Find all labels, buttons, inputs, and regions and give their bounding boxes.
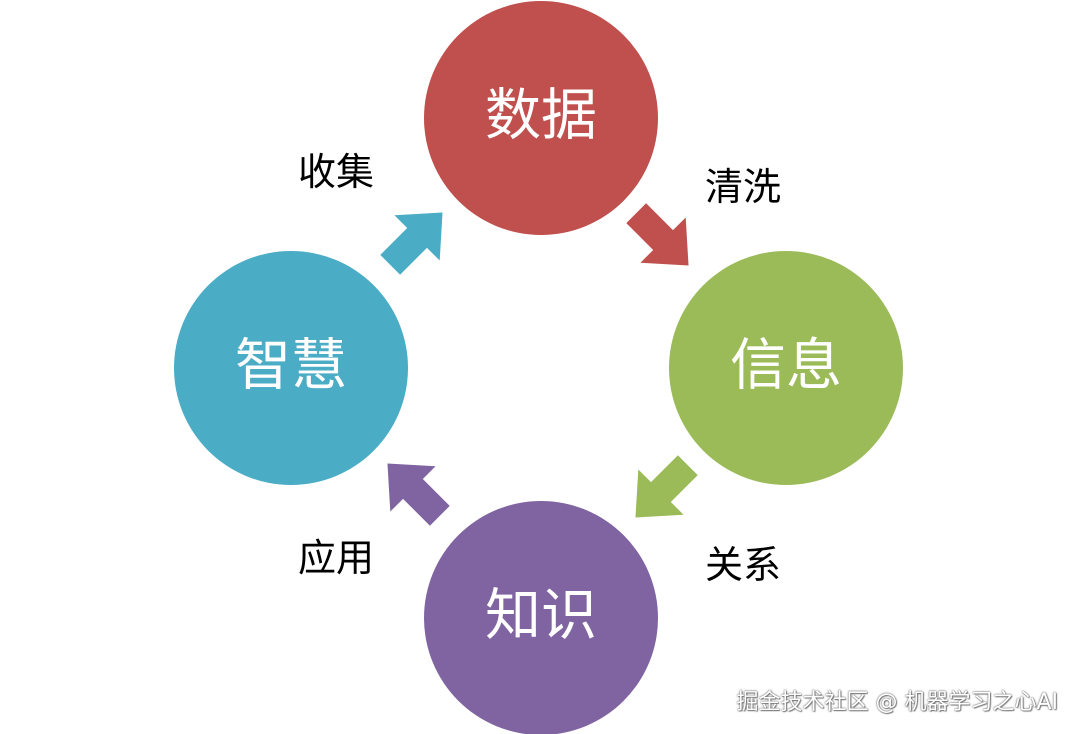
node-label-data: 数据 (485, 84, 597, 149)
watermark-text: 掘金技术社区 @ 机器学习之心AI (736, 690, 1058, 715)
node-label-wisdom: 智慧 (235, 334, 347, 399)
arrow-down-left-icon (612, 442, 711, 541)
node-circle-knowledge (424, 501, 658, 734)
step-label-clean: 清洗 (705, 165, 782, 209)
node-label-knowledge: 知识 (485, 584, 597, 649)
node-label-information: 信息 (730, 334, 842, 399)
step-label-relate: 关系 (705, 543, 782, 587)
step-label-apply: 应用 (298, 536, 375, 580)
node-circle-wisdom (174, 251, 408, 485)
node-circle-information (669, 251, 903, 485)
step-label-collect: 收集 (298, 150, 375, 194)
arrow-down-right-icon (613, 190, 712, 289)
arrow-up-right-icon (367, 189, 466, 288)
arrow-up-left-icon (364, 440, 463, 539)
node-circle-data (424, 1, 658, 235)
